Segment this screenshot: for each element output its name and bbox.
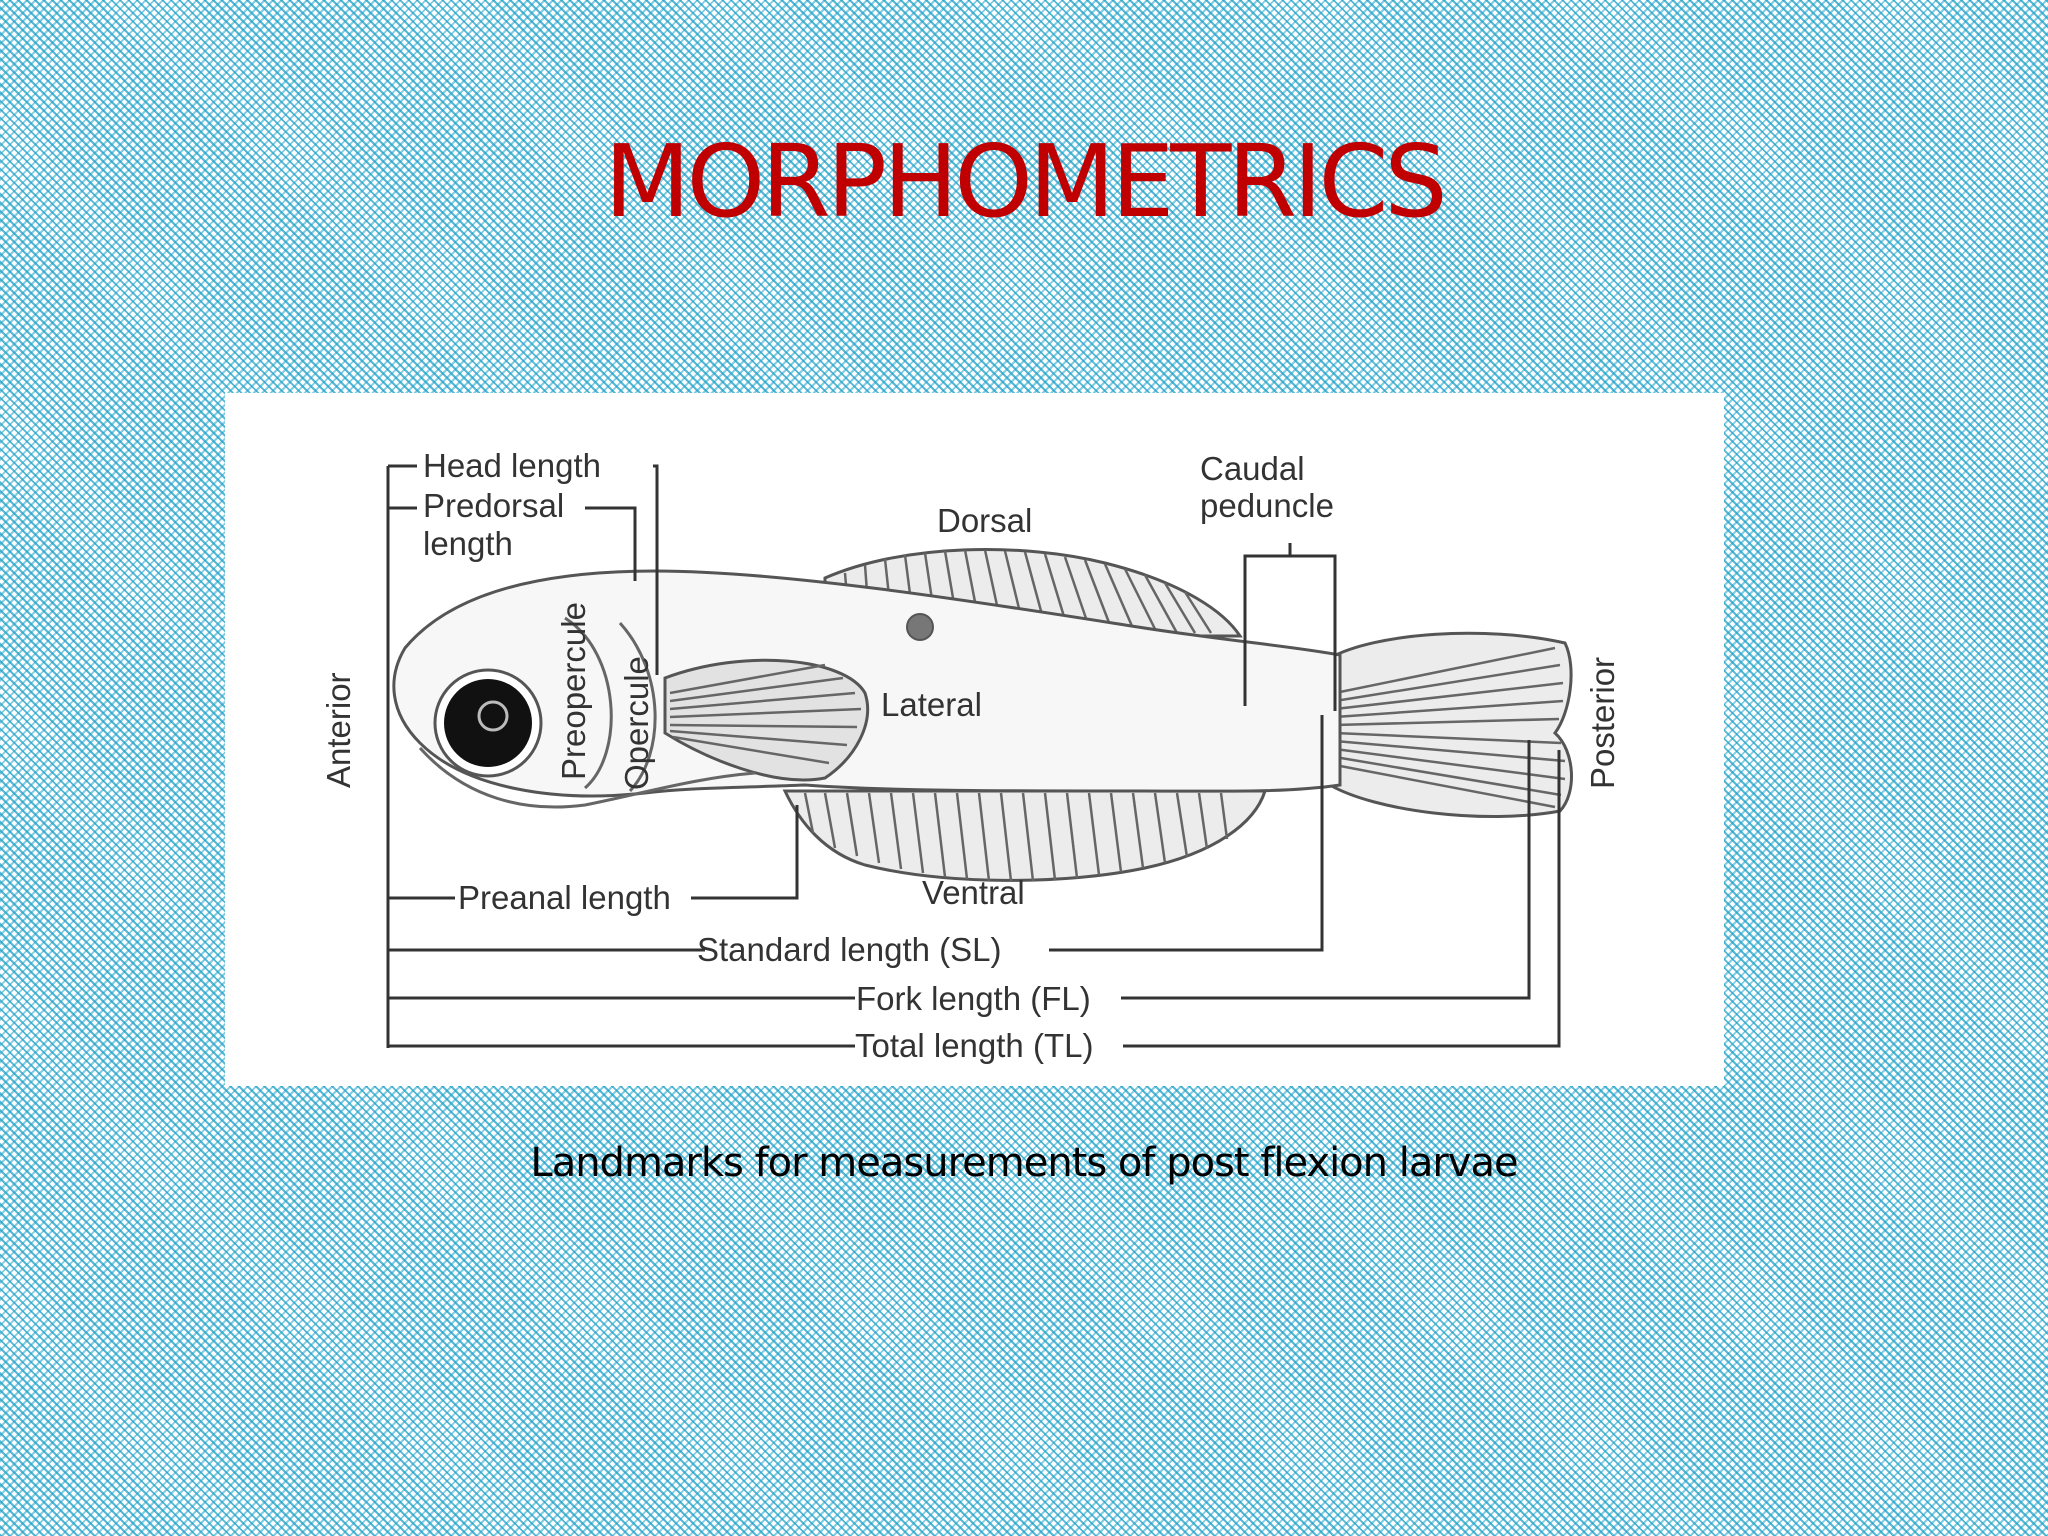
- label-caudal-line1: Caudal: [1200, 450, 1305, 487]
- label-preopercule: Preopercule: [555, 602, 592, 780]
- opercule-outline: [618, 621, 657, 793]
- caudal-fin: [1328, 631, 1573, 818]
- pectoral-fin: [663, 658, 870, 782]
- label-dorsal: Dorsal: [937, 502, 1032, 539]
- label-fork-length: Fork length (FL): [856, 980, 1091, 1017]
- measurement-lines: [386, 464, 1561, 1048]
- label-predorsal-line1: Predorsal: [423, 487, 564, 524]
- fish-larva-diagram: Head length Predorsal length Dorsal Caud…: [225, 393, 1724, 1086]
- label-anterior: Anterior: [320, 672, 357, 788]
- label-caudal-line2: peduncle: [1200, 487, 1334, 524]
- label-standard-length: Standard length (SL): [697, 931, 1002, 968]
- pigment-spot: [906, 613, 934, 641]
- label-lateral: Lateral: [881, 686, 982, 723]
- label-opercule: Opercule: [618, 656, 655, 790]
- label-total-length: Total length (TL): [855, 1027, 1093, 1064]
- lower-jaw-outline: [418, 746, 756, 809]
- fish-larva-drawing: Head length Predorsal length Dorsal Caud…: [320, 447, 1621, 1064]
- preopercule-outline: [564, 616, 613, 790]
- label-predorsal-line2: length: [423, 525, 513, 562]
- slide-title: MORPHOMETRICS: [604, 123, 1448, 240]
- figure-caption: Landmarks for measurements of post flexi…: [530, 1140, 1518, 1186]
- anal-fin: [782, 789, 1268, 882]
- fish-body-outline: [392, 569, 1342, 798]
- label-posterior: Posterior: [1584, 657, 1621, 789]
- label-ventral: Ventral: [922, 874, 1025, 911]
- pectoral-fin-rays: [669, 663, 862, 765]
- eye: [433, 668, 543, 778]
- label-head-length: Head length: [423, 447, 601, 484]
- label-preanal-length: Preanal length: [458, 879, 671, 916]
